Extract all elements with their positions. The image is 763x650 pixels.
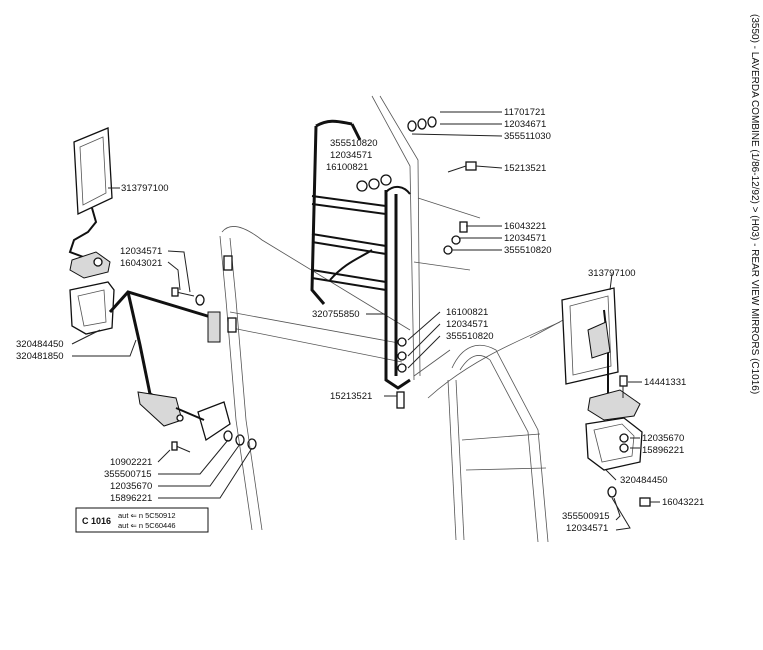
label-ladder: 320755850 [312, 309, 360, 320]
variant-line-1: aut ⇐ n 5C50912 [118, 511, 176, 520]
label-right-low-1: 355500915 [562, 511, 610, 522]
label-left-arm: 320481850 [16, 351, 64, 362]
label-left-bolt-b: 16043021 [120, 258, 162, 269]
label-low-1: 16100821 [446, 307, 488, 318]
left-mirror-clamp [69, 251, 111, 279]
label-top-1: 11701721 [504, 107, 546, 118]
variant-line-2: aut ⇐ n 5C60446 [118, 521, 176, 530]
label-mid-1: 16043221 [504, 221, 546, 232]
label-ladder-1: 355510820 [330, 138, 378, 149]
left-bracket [69, 281, 115, 335]
label-right-1: 12035670 [642, 433, 684, 444]
label-left-bolt-a: 12034571 [120, 246, 162, 257]
label-left-lower-2: 355500715 [104, 469, 152, 480]
variant-code: C 1016 [82, 516, 111, 526]
ladder-assembly [310, 95, 481, 409]
label-low-2: 12034571 [446, 319, 488, 330]
label-right-bracket: 320484450 [620, 475, 668, 486]
label-right-bolt: 16043221 [662, 497, 704, 508]
label-ladder-bolt: 15213521 [504, 163, 546, 174]
label-left-mirror: 313797100 [121, 183, 169, 194]
label-mid-2: 12034571 [504, 233, 546, 244]
label-top-2: 12034671 [504, 119, 546, 130]
label-right-2: 15896221 [642, 445, 684, 456]
label-left-lower-3: 12035670 [110, 481, 152, 492]
label-top-3: 355511030 [504, 131, 551, 142]
leader-lines [71, 111, 660, 531]
label-ladder-2: 12034571 [330, 150, 372, 161]
ladder-top [315, 119, 353, 128]
left-cab-frame [219, 226, 411, 531]
left-mirror-head [73, 127, 113, 215]
label-bottom-bolt: 15213521 [330, 391, 372, 402]
label-left-lower-4: 15896221 [110, 493, 152, 504]
diagram-title-text: (3550) - LAVERDA COMBINE (1/86-12/92) > … [749, 14, 760, 395]
label-mid-3: 355510820 [504, 245, 552, 256]
label-ladder-3: 16100821 [326, 162, 368, 173]
label-left-bracket: 320484450 [16, 339, 64, 350]
variant-box: C 1016 aut ⇐ n 5C50912 aut ⇐ n 5C60446 [75, 507, 209, 533]
right-mirror-assembly [561, 287, 651, 507]
diagram-title: (3550) - LAVERDA COMBINE (1/86-12/92) > … [748, 14, 762, 454]
left-mirror-assembly [68, 127, 257, 453]
part-labels: 313797100 12034571 16043021 320484450 32… [16, 107, 704, 534]
label-right-screw: 14441331 [644, 377, 686, 388]
label-left-lower-1: 10902221 [110, 457, 152, 468]
label-right-low-2: 12034571 [566, 523, 608, 534]
label-low-3: 355510820 [446, 331, 494, 342]
label-right-mirror: 313797100 [588, 268, 636, 279]
